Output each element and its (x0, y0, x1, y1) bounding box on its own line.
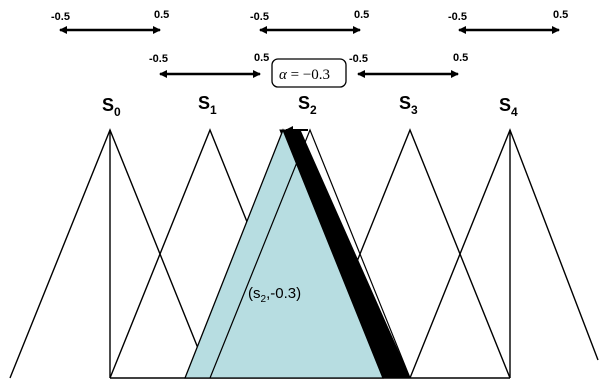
term-labels: S0 S1 S2 S3 S4 (102, 93, 518, 119)
tick-label-left: -0.5 (149, 53, 168, 65)
term-label-s3: S3 (399, 93, 418, 117)
tick-label-right: 0.5 (553, 9, 568, 21)
term-label-s0: S0 (102, 95, 121, 119)
tick-label-left: -0.5 (250, 11, 269, 23)
alpha-value-box: α = −0.3 (271, 58, 347, 88)
second-interval-row: -0.5 0.5 -0.5 0.5 (149, 52, 468, 78)
tick-label-right: 0.5 (354, 9, 369, 21)
alpha-box-frame (271, 58, 347, 88)
translated-term-label: (s2,-0.3) (248, 285, 301, 305)
tick-label-left: -0.5 (51, 11, 70, 23)
interval-arrow-top-2: -0.5 0.5 (250, 9, 369, 34)
term-label-s1: S1 (198, 93, 217, 117)
tick-label-right: 0.5 (453, 52, 468, 64)
interval-arrow-second-1: -0.5 0.5 (149, 52, 269, 78)
term-label-s4: S4 (499, 95, 518, 119)
interval-arrow-top-1: -0.5 0.5 (51, 9, 169, 34)
tick-label-right: 0.5 (154, 9, 169, 21)
tick-label-right: 0.5 (254, 52, 269, 64)
triangle-s2-outline (209, 128, 411, 379)
triangle-s4 (409, 128, 599, 379)
alpha-label: α = −0.3 (279, 67, 330, 83)
tick-label-left: -0.5 (349, 53, 368, 65)
interval-arrow-top-3: -0.5 0.5 (448, 9, 568, 34)
term-label-s2: S2 (298, 93, 317, 117)
top-interval-row: -0.5 0.5 -0.5 0.5 -0.5 0.5 (51, 9, 568, 34)
tick-label-left: -0.5 (448, 11, 467, 23)
interval-arrow-second-2: -0.5 0.5 (349, 52, 468, 78)
